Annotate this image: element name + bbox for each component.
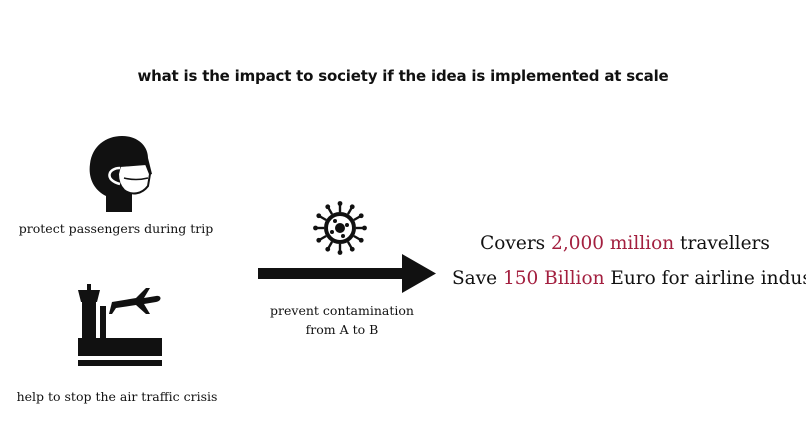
savings-statement: Save 150 Billion Euro for airline indust… xyxy=(452,268,806,289)
virus-spike xyxy=(319,234,327,241)
virus-spike-tip xyxy=(325,204,331,210)
virus-spike xyxy=(327,241,334,249)
traffic-caption: help to stop the air traffic crisis xyxy=(16,389,218,404)
virus-spike-tip xyxy=(313,225,318,231)
virus-spike xyxy=(346,207,353,215)
travellers-highlight: 2,000 million xyxy=(551,233,675,254)
contamination-caption: prevent contamination from A to B xyxy=(262,301,422,339)
virus-spike xyxy=(353,215,361,222)
virus-spike-tip xyxy=(325,246,331,252)
virus-spike-tip xyxy=(316,213,322,219)
savings-prefix: Save xyxy=(452,268,503,289)
virus-icon xyxy=(313,201,367,255)
virus-spike xyxy=(319,215,327,222)
page-title: what is the impact to society if the ide… xyxy=(137,67,669,85)
virus-spike-tip xyxy=(358,213,364,219)
virus-spike-tip xyxy=(349,204,355,210)
virus-spike xyxy=(327,207,334,215)
virus-spike-tip xyxy=(316,237,322,243)
passengers-caption: protect passengers during trip xyxy=(18,221,214,236)
virus-spike xyxy=(353,234,361,241)
virus-spike-tip xyxy=(349,246,355,252)
virus-spike-tip xyxy=(358,237,364,243)
virus-spike-tip xyxy=(337,201,343,206)
savings-suffix: Euro for airline industry xyxy=(610,268,806,289)
virus-spike xyxy=(346,241,353,249)
travellers-suffix: travellers xyxy=(674,233,770,254)
contamination-caption-line2: from A to B xyxy=(305,322,379,337)
travellers-prefix: Covers xyxy=(480,233,552,254)
contamination-caption-line1: prevent contamination xyxy=(270,303,414,318)
travellers-statement: Covers 2,000 million travellers xyxy=(452,233,798,254)
right-arrow-icon xyxy=(258,252,438,296)
virus-spike-tip xyxy=(362,225,367,231)
savings-highlight: 150 Billion xyxy=(502,268,605,289)
virus-spike-tip xyxy=(337,250,343,255)
airport-tower-plane-icon xyxy=(76,282,164,370)
masked-head-icon xyxy=(86,134,154,214)
